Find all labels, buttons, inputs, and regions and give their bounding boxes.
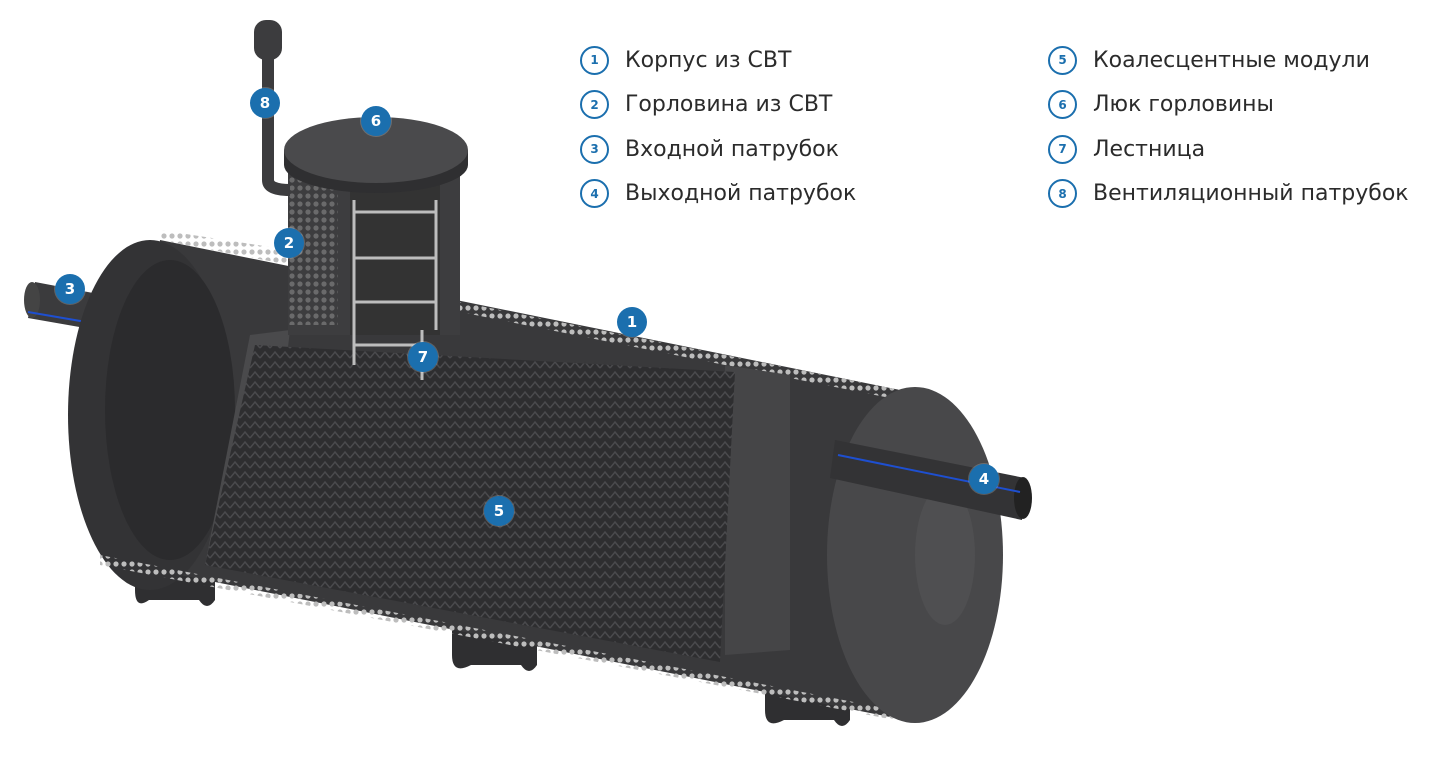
marker-5: 5 bbox=[484, 496, 514, 526]
legend-right: 5 Коалесцентные модули 6 Люк горловины 7 Ле… bbox=[1048, 38, 1409, 216]
coalescent-modules bbox=[205, 345, 735, 662]
vent-pipe bbox=[262, 50, 291, 196]
legend-label: Корпус из СВТ bbox=[625, 47, 792, 73]
legend-number: 1 bbox=[580, 45, 609, 75]
legend-label: Люк горловины bbox=[1093, 92, 1274, 118]
legend-label: Входной патрубок bbox=[625, 136, 839, 162]
legend-label: Горловина из СВТ bbox=[625, 92, 833, 118]
legend-item: 4 Выходной патрубок bbox=[580, 172, 856, 217]
marker-4: 4 bbox=[969, 464, 999, 494]
legend-number: 5 bbox=[1048, 45, 1077, 75]
marker-8: 8 bbox=[250, 88, 280, 118]
marker-3: 3 bbox=[55, 274, 85, 304]
legend-item: 7 Лестница bbox=[1048, 127, 1409, 172]
marker-1: 1 bbox=[617, 307, 647, 337]
legend-number: 7 bbox=[1048, 134, 1077, 164]
legend-number: 4 bbox=[580, 179, 609, 209]
manhole-lid bbox=[284, 117, 468, 193]
legend-item: 8 Вентиляционный патрубок bbox=[1048, 172, 1409, 217]
legend-label: Коалесцентные модули bbox=[1093, 47, 1370, 73]
manhole-neck bbox=[288, 165, 460, 335]
legend-number: 3 bbox=[580, 134, 609, 164]
ladder bbox=[352, 200, 438, 380]
legend-label: Вентиляционный патрубок bbox=[1093, 181, 1409, 207]
marker-7: 7 bbox=[408, 342, 438, 372]
legend-item: 5 Коалесцентные модули bbox=[1048, 38, 1409, 83]
legend-item: 6 Люк горловины bbox=[1048, 83, 1409, 128]
marker-2: 2 bbox=[274, 228, 304, 258]
legend-item: 2 Горловина из СВТ bbox=[580, 83, 856, 128]
legend-number: 2 bbox=[580, 90, 609, 120]
legend-item: 3 Входной патрубок bbox=[580, 127, 856, 172]
legend-number: 6 bbox=[1048, 90, 1077, 120]
legend-left: 1 Корпус из СВТ 2 Горловина из СВТ 3 Входно… bbox=[580, 38, 856, 216]
legend-label: Лестница bbox=[1093, 136, 1206, 162]
legend-item: 1 Корпус из СВТ bbox=[580, 38, 856, 83]
legend-label: Выходной патрубок bbox=[625, 181, 857, 207]
marker-6: 6 bbox=[361, 106, 391, 136]
legend-number: 8 bbox=[1048, 179, 1077, 209]
